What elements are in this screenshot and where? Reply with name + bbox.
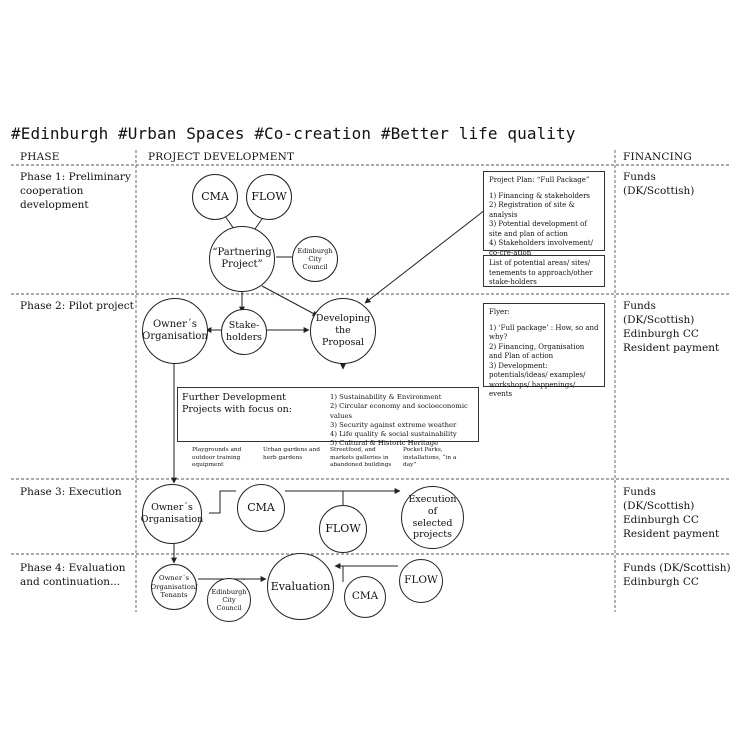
flyer-item: 3) Development: potentials/ideas/ exampl… (489, 361, 586, 399)
project-plan-item: 4) Stakeholders involvement/ co-cre-atio… (489, 239, 594, 257)
focus-item: 5) Cultural & Historic Heritage (330, 439, 439, 448)
partnering-project-node: “Partnering Project” (209, 226, 275, 292)
project-plan-box: Project Plan: “Full Package” 1) Financin… (483, 171, 605, 257)
flow-node-phase3: FLOW (319, 505, 367, 553)
cma-node-phase3: CMA (237, 484, 285, 532)
focus-item: 1) Sustainability & Environment (330, 393, 442, 401)
focus-item: 3) Security against extreme weather (330, 420, 457, 429)
execution-selected-projects-node: Execution of selected projects (401, 486, 464, 549)
phase-3-funds: Funds (DK/Scottish) Edinburgh CC Residen… (623, 486, 720, 540)
header-project-development: PROJECT DEVELOPMENT (148, 151, 295, 163)
project-plan-item: 1) Financing & stakeholders (489, 191, 591, 200)
focus-item: 2) Circular economy and socioeconomic va… (330, 402, 468, 420)
header-financing: FINANCING (623, 151, 692, 163)
owners-organisation-node-phase3: Owner´s Organisation (141, 484, 203, 544)
phase-4-label: Phase 4: Evaluation and continuation... (20, 562, 126, 588)
stakeholders-node: Stake-holders (221, 309, 267, 355)
header-phase: PHASE (20, 151, 60, 163)
phase-4-funds: Funds (DK/Scottish) Edinburgh CC (623, 562, 731, 588)
cma-node-phase4: CMA (344, 576, 386, 618)
owners-organisation-tenants-node: Owner´s Organisation/ Tenants (151, 564, 198, 610)
edinburgh-city-council-node-phase4: Edinburgh City Council (207, 578, 251, 622)
further-development-box: Further Development Projects with focus … (177, 387, 479, 447)
phase-1-funds: Funds (DK/Scottish) (623, 171, 695, 197)
project-plan-heading: Project Plan: “Full Package” (489, 176, 590, 184)
developing-proposal-node: Developing the Proposal (310, 298, 376, 364)
project-plan-item: 3) Potential development of site and pla… (489, 220, 587, 238)
flow-node-phase4: FLOW (399, 559, 443, 603)
flyer-item: 1) ‘Full package’ : How, so and why? (489, 323, 599, 342)
page-title: #Edinburgh #Urban Spaces #Co-creation #B… (11, 124, 576, 143)
evaluation-node: Evaluation (267, 553, 334, 620)
example-caption: Pocket Parks, installations, “in a day” (403, 447, 457, 468)
example-caption: Streetfood, and markets galleries in aba… (330, 447, 392, 468)
phase-3-label: Phase 3: Execution (20, 486, 122, 498)
potential-areas-box: List of potential areas/ sites/ tenement… (483, 255, 605, 287)
example-caption: Urban gardens and herb gardens (263, 447, 320, 461)
focus-item: 4) Life quality & social sustainability (330, 430, 457, 439)
edinburgh-city-council-node-phase1: Edinburgh City Council (292, 236, 338, 282)
phase-1-label: Phase 1: Preliminary cooperation develop… (20, 171, 131, 211)
phase-2-funds: Funds (DK/Scottish) Edinburgh CC Residen… (623, 300, 720, 354)
further-development-heading: Further Development Projects with focus … (182, 392, 292, 415)
flyer-item: 2) Financing, Organisation and Plan of a… (489, 342, 585, 361)
owners-organisation-node-phase2: Owner´s Organisation (142, 298, 208, 364)
example-caption: Playgrounds and outdoor training equipme… (192, 447, 242, 468)
flow-node-phase1: FLOW (246, 174, 292, 220)
flyer-heading: Flyer: (489, 308, 510, 316)
focus-list: 1) Sustainability & Environment 2) Circu… (330, 393, 480, 449)
flyer-box: Flyer: 1) ‘Full package’ : How, so and w… (483, 303, 605, 398)
project-plan-item: 2) Registration of site & analysis (489, 201, 575, 219)
phase-2-label: Phase 2: Pilot project (20, 300, 134, 312)
cma-node-phase1: CMA (192, 174, 238, 220)
